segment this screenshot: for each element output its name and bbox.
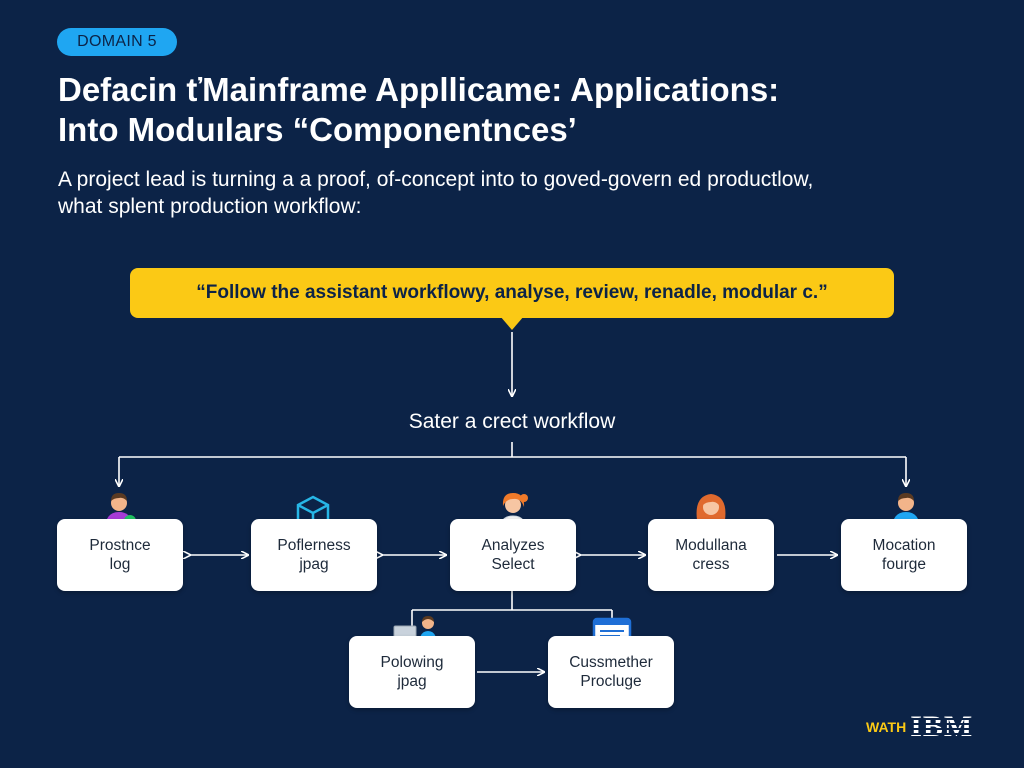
workflow-node-4: Modullana cress [648, 519, 774, 591]
node-3-line-1: Analyzes [481, 537, 545, 554]
page-subtitle: A project lead is turning a a proof, of-… [58, 166, 998, 220]
node-3-line-2: Select [491, 556, 535, 573]
node-2-line-2: jpag [299, 556, 329, 573]
node-4-line-1: Modullana [675, 537, 747, 554]
brand-mark: WATH IBM [866, 710, 990, 743]
subtitle-line-1: A project lead is turning a a proof, of-… [58, 168, 814, 191]
node-6-line-1: Polowing [380, 654, 444, 671]
workflow-node-7: Cussmether Procluge [548, 636, 674, 708]
domain-badge: DOMAIN 5 [57, 28, 177, 56]
node-5-line-1: Mocation [872, 537, 936, 554]
title-line-1: Defacin ťMainframe Appllicame: Applicati… [58, 71, 780, 108]
title-line-2: Into Moduılars “Componentnces’ [58, 111, 577, 148]
node-7-line-2: Procluge [580, 673, 642, 690]
node-7-line-1: Cussmether [569, 654, 653, 671]
callout-pointer [500, 316, 524, 330]
ibm-logo: IBM [910, 710, 974, 743]
workflow-node-5: Mocation fourge [841, 519, 967, 591]
page-title: Defacin ťMainframe Appllicame: Applicati… [58, 70, 988, 150]
node-6-line-2: jpag [397, 673, 427, 690]
workflow-node-2: Poflerness jpag [251, 519, 377, 591]
node-2-line-1: Poflerness [277, 537, 351, 554]
node-1-line-2: log [109, 556, 131, 573]
instruction-callout: “Follow the assistant workflowy, analyse… [130, 268, 894, 318]
subtitle-line-2: what splent production workflow: [58, 195, 362, 218]
workflow-node-6: Polowing jpag [349, 636, 475, 708]
node-1-line-1: Prostnce [89, 537, 151, 554]
brand-prefix: WATH [866, 719, 907, 735]
node-4-line-2: cress [692, 556, 730, 573]
node-5-line-2: fourge [882, 556, 926, 573]
workflow-node-1: Prostnce log [57, 519, 183, 591]
workflow-label: Sater a crect workflow [408, 410, 616, 433]
workflow-node-3: Analyzes Select [450, 519, 576, 591]
